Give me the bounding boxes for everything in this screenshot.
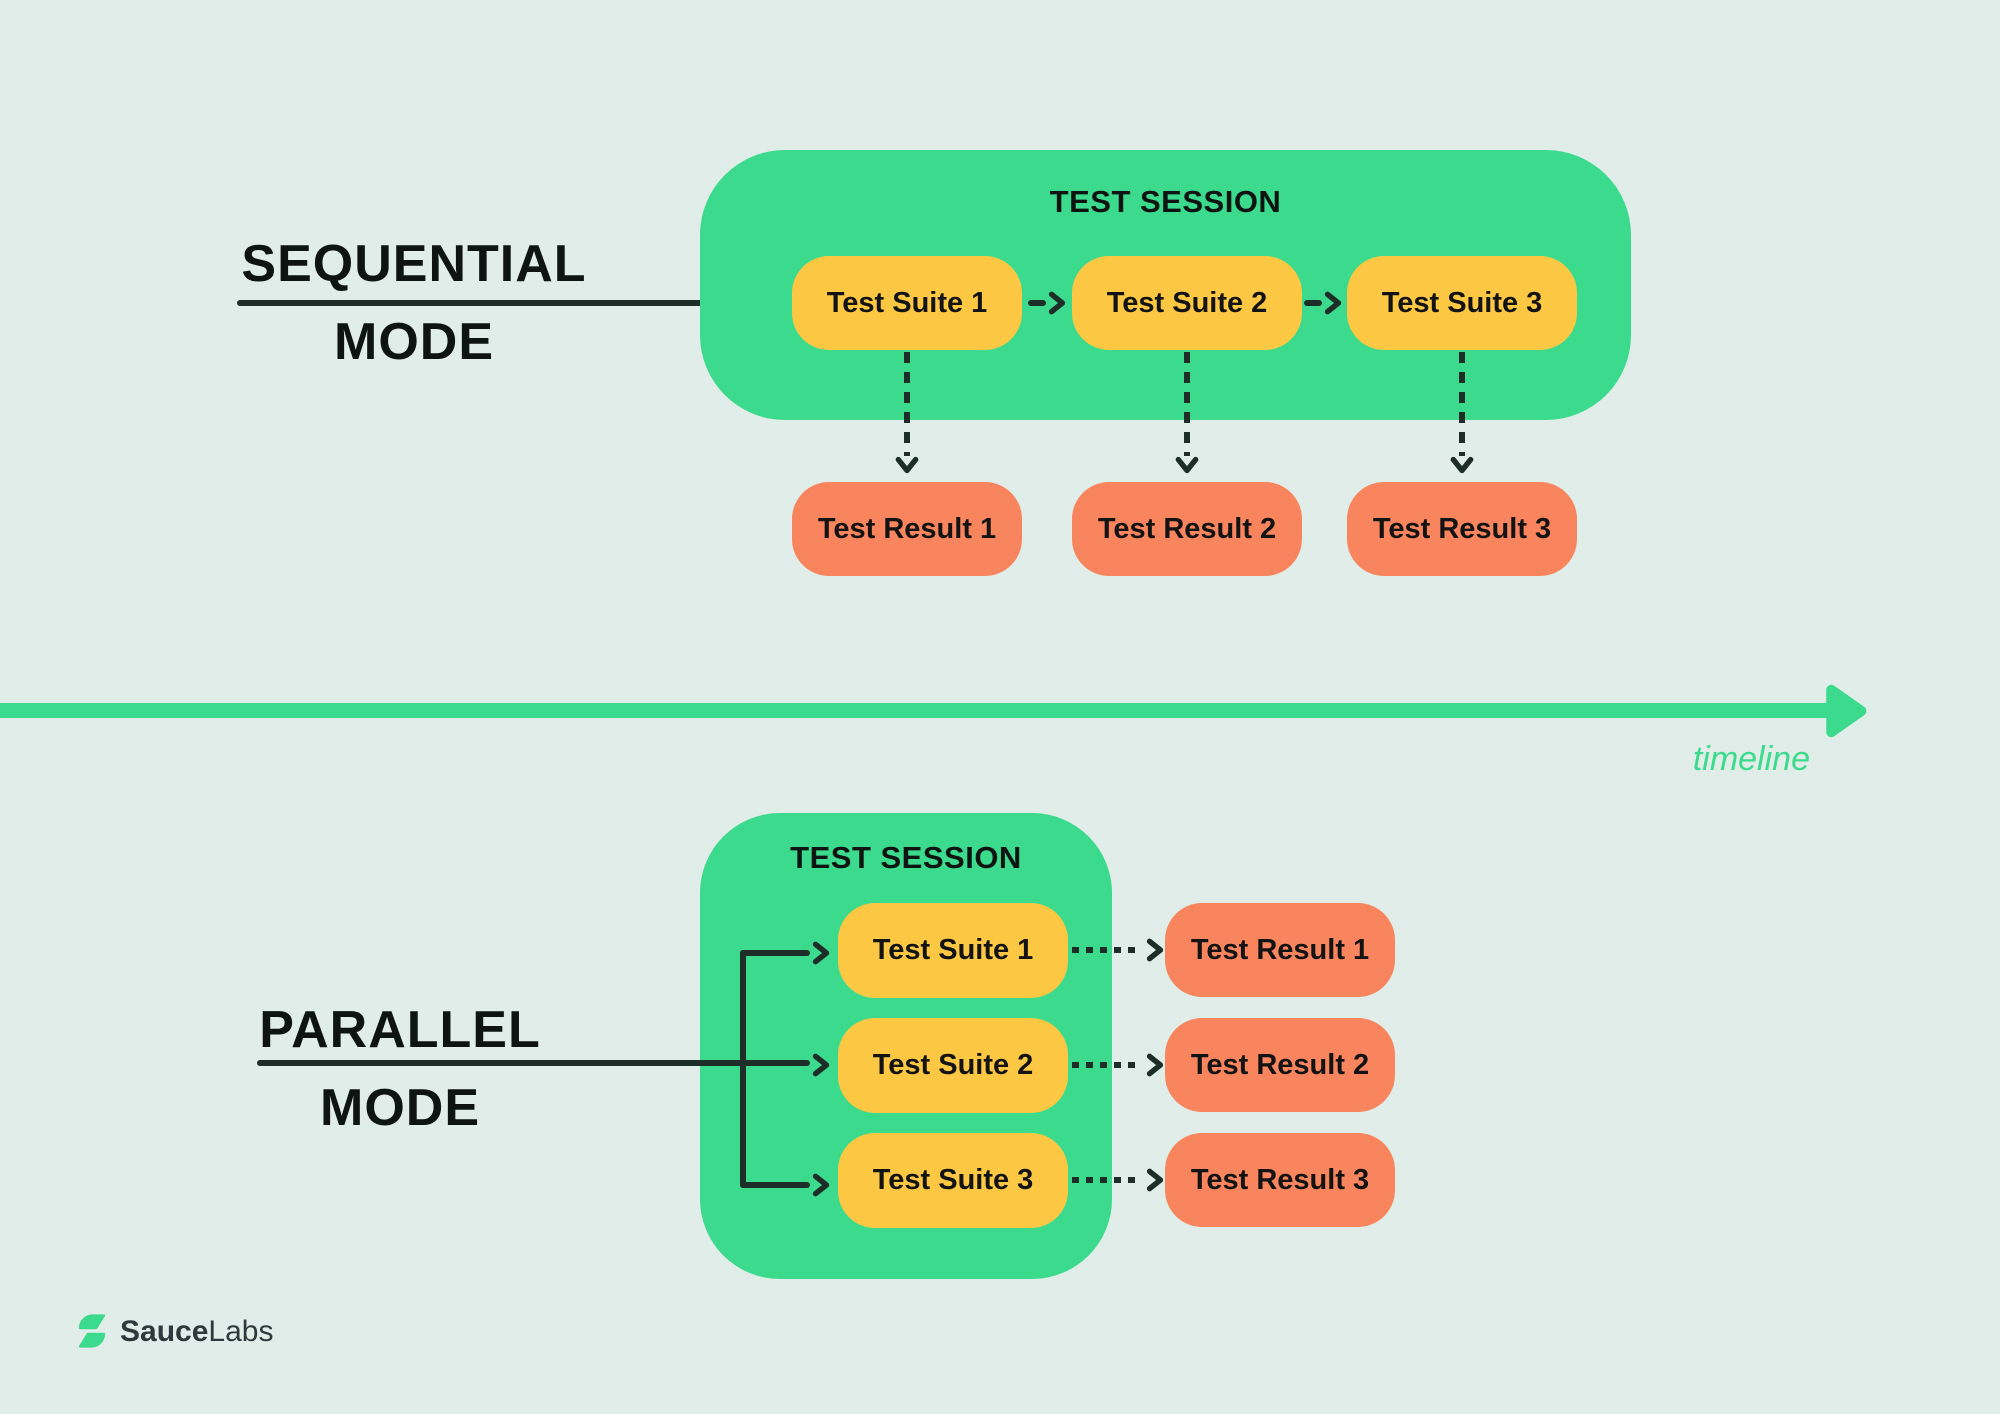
result-label: Test Result 3 bbox=[1372, 512, 1552, 545]
saucelabs-bolt-icon bbox=[78, 1314, 106, 1348]
sequential-flow-arrow-shaft bbox=[237, 300, 745, 306]
triangle-right-icon bbox=[1826, 684, 1867, 738]
chevron-down-icon bbox=[895, 456, 919, 474]
suite-label: Test Suite 2 bbox=[1106, 286, 1268, 319]
chevron-down-icon bbox=[1450, 456, 1474, 474]
sequential-suite-box-2: Test Suite 2 bbox=[1072, 256, 1302, 350]
chevron-right-icon bbox=[1146, 1053, 1164, 1077]
suite-label: Test Suite 2 bbox=[872, 1049, 1034, 1081]
parallel-branch-bottom-shaft bbox=[740, 1182, 810, 1188]
chevron-right-icon bbox=[812, 1173, 830, 1197]
chevron-right-icon bbox=[1324, 291, 1342, 315]
parallel-mode-label-line2: MODE bbox=[320, 1079, 480, 1137]
result-label: Test Result 3 bbox=[1190, 1163, 1370, 1196]
parallel-result-box-2: Test Result 2 bbox=[1165, 1018, 1395, 1112]
sequential-mode-label-line2: MODE bbox=[334, 313, 494, 371]
sequential-result-box-1: Test Result 1 bbox=[792, 482, 1022, 576]
sequential-session-title: TEST SESSION bbox=[1049, 184, 1282, 219]
result-label: Test Result 2 bbox=[1097, 512, 1277, 545]
suite2-to-suite3-arrow-shaft bbox=[1304, 300, 1322, 306]
parallel-branch-top-shaft bbox=[740, 950, 810, 956]
parallel-branch-vertical-line bbox=[740, 950, 746, 1188]
sequential-suite-box-1: Test Suite 1 bbox=[792, 256, 1022, 350]
parallel-session-title: TEST SESSION bbox=[790, 840, 1022, 875]
chevron-right-icon bbox=[812, 1053, 830, 1077]
result-label: Test Result 1 bbox=[817, 512, 997, 545]
suite-label: Test Suite 3 bbox=[1381, 286, 1543, 319]
chevron-right-icon bbox=[1048, 291, 1066, 315]
sequential-suite-box-3: Test Suite 3 bbox=[1347, 256, 1577, 350]
chevron-down-icon bbox=[1175, 456, 1199, 474]
parallel-mode-label-line1: PARALLEL bbox=[259, 1001, 541, 1059]
result-label: Test Result 1 bbox=[1190, 933, 1370, 966]
suite-label: Test Suite 1 bbox=[872, 934, 1034, 966]
suite2-to-result2-dashed-line bbox=[1184, 352, 1190, 456]
chevron-right-icon bbox=[1146, 938, 1164, 962]
parallel-result-box-1: Test Result 1 bbox=[1165, 903, 1395, 997]
sequential-result-box-2: Test Result 2 bbox=[1072, 482, 1302, 576]
psuite2-to-presult2-dotted-line bbox=[1072, 1062, 1140, 1068]
result-label: Test Result 2 bbox=[1190, 1048, 1370, 1081]
parallel-result-box-3: Test Result 3 bbox=[1165, 1133, 1395, 1227]
parallel-flow-arrow-shaft bbox=[257, 1060, 810, 1066]
chevron-right-icon bbox=[1146, 1168, 1164, 1192]
suite1-to-suite2-arrow-shaft bbox=[1028, 300, 1046, 306]
parallel-suite-box-2: Test Suite 2 bbox=[838, 1018, 1068, 1113]
timeline-label: timeline bbox=[1692, 740, 1810, 778]
psuite3-to-presult3-dotted-line bbox=[1072, 1177, 1140, 1183]
psuite1-to-presult1-dotted-line bbox=[1072, 947, 1140, 953]
chevron-right-icon bbox=[812, 941, 830, 965]
parallel-suite-box-3: Test Suite 3 bbox=[838, 1133, 1068, 1228]
suite-label: Test Suite 1 bbox=[826, 286, 988, 319]
brand-text-bold: Sauce bbox=[120, 1315, 209, 1348]
sequential-mode-label-line1: SEQUENTIAL bbox=[241, 235, 587, 293]
suite-label: Test Suite 3 bbox=[872, 1164, 1034, 1196]
timeline-arrow-bar bbox=[0, 703, 1832, 718]
brand-text-light: Labs bbox=[208, 1315, 274, 1348]
parallel-suite-box-1: Test Suite 1 bbox=[838, 903, 1068, 998]
saucelabs-logo bbox=[73, 1312, 111, 1350]
suite3-to-result3-dashed-line bbox=[1459, 352, 1465, 456]
suite1-to-result1-dashed-line bbox=[904, 352, 910, 456]
sequential-result-box-3: Test Result 3 bbox=[1347, 482, 1577, 576]
